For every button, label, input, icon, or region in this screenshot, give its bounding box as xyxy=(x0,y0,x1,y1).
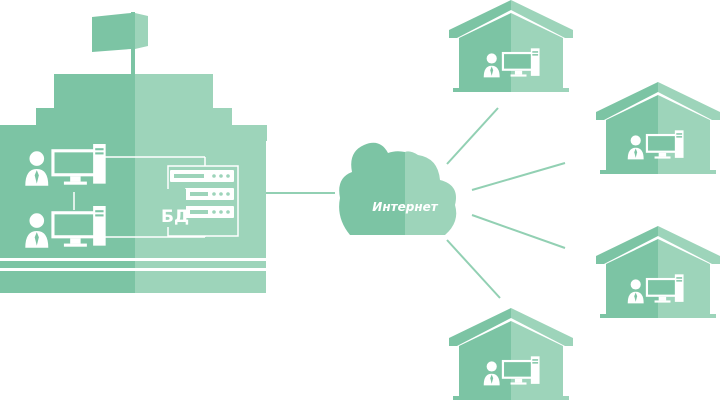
branch-office-4 xyxy=(449,308,573,400)
internet-label: Интернет xyxy=(372,200,438,214)
branch-office-1 xyxy=(449,0,573,92)
branch-office-3 xyxy=(596,226,720,318)
internet-cloud-icon: Интернет xyxy=(339,142,457,235)
connection-lines xyxy=(266,107,566,299)
house-icon xyxy=(449,308,573,400)
house-icon xyxy=(596,226,720,318)
government-building-icon: БД xyxy=(0,12,267,293)
database-server-icon: БД xyxy=(160,165,239,237)
house-icon xyxy=(596,82,720,174)
link-internet-branch-3 xyxy=(471,214,566,249)
database-label: БД xyxy=(161,207,189,227)
link-internet-branch-1 xyxy=(446,107,499,165)
link-internet-branch-2 xyxy=(471,162,566,191)
branch-office-2 xyxy=(596,82,720,174)
house-icon xyxy=(449,0,573,92)
link-internet-branch-4 xyxy=(446,239,501,299)
